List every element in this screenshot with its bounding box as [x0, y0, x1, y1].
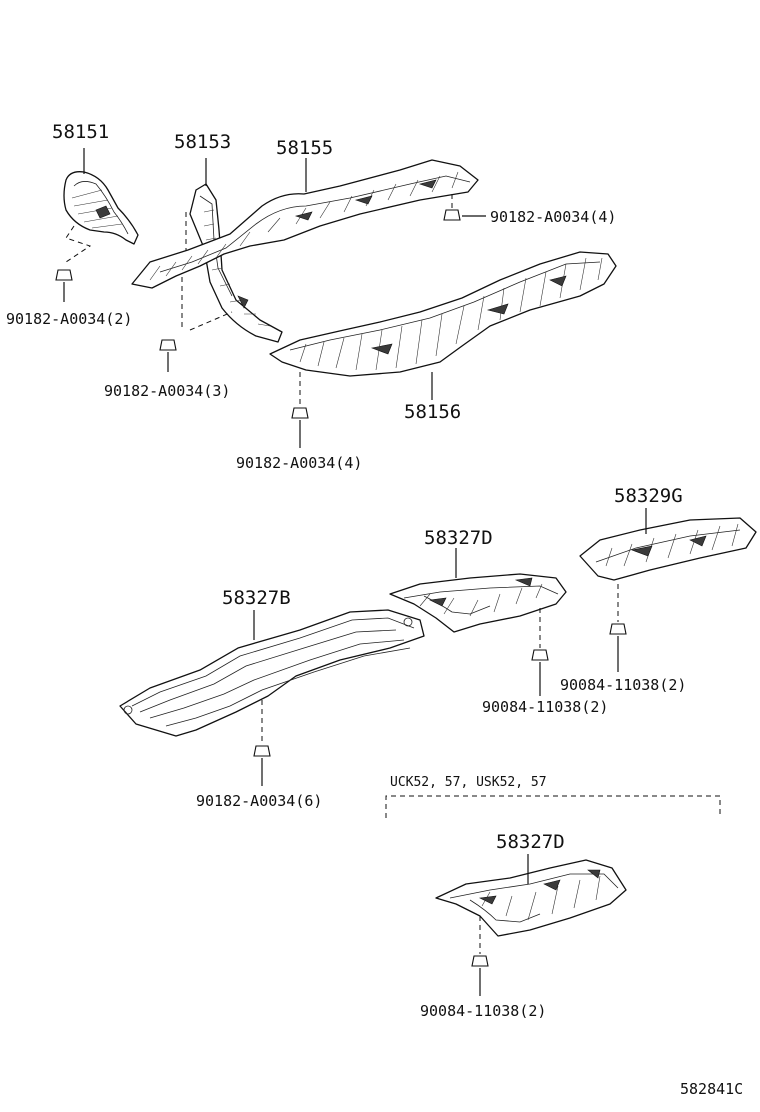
part-label-58153: 58153: [174, 131, 231, 153]
fastener-label-a4-right: 90182-A0034(4): [490, 208, 616, 226]
part-label-58327d-top: 58327D: [424, 527, 493, 549]
clip-nut-icon: [443, 209, 486, 221]
part-label-58156: 58156: [404, 401, 461, 423]
clip-nut-icon: [291, 407, 309, 448]
variant-bracket: [385, 795, 721, 818]
part-58156-shape[interactable]: [269, 251, 617, 377]
fastener-label-a2: 90182-A0034(2): [6, 310, 132, 328]
bolt-icon: [609, 623, 627, 672]
fastener-label-a3: 90182-A0034(3): [104, 382, 230, 400]
part-58329g-shape[interactable]: [579, 517, 757, 581]
variant-note: UCK52, 57, USK52, 57: [390, 775, 547, 790]
part-label-58329g: 58329G: [614, 485, 683, 507]
bolt-icon: [471, 955, 489, 996]
clip-nut-icon: [253, 745, 271, 786]
fastener-label-b2-bottom: 90084-11038(2): [420, 1002, 546, 1020]
clip-nut-icon: [159, 339, 177, 372]
fastener-label-b2-mid: 90084-11038(2): [482, 698, 608, 716]
fastener-label-b2-right: 90084-11038(2): [560, 676, 686, 694]
part-58327b-shape[interactable]: [119, 609, 425, 737]
part-label-58327b: 58327B: [222, 587, 291, 609]
part-58327d-top-shape[interactable]: [389, 573, 567, 633]
fastener-label-a6: 90182-A0034(6): [196, 792, 322, 810]
bolt-icon: [531, 649, 549, 696]
part-label-58155: 58155: [276, 137, 333, 159]
clip-nut-icon: [55, 269, 73, 302]
part-58151-shape[interactable]: [63, 171, 139, 245]
part-58327d-bottom-shape[interactable]: [435, 859, 627, 937]
part-label-58151: 58151: [52, 121, 109, 143]
dash-58151: [65, 225, 92, 263]
figure-code: 582841C: [680, 1080, 743, 1098]
part-58155-shape[interactable]: [131, 159, 479, 289]
part-label-58327d-bottom: 58327D: [496, 831, 565, 853]
fastener-label-a4-left: 90182-A0034(4): [236, 454, 362, 472]
